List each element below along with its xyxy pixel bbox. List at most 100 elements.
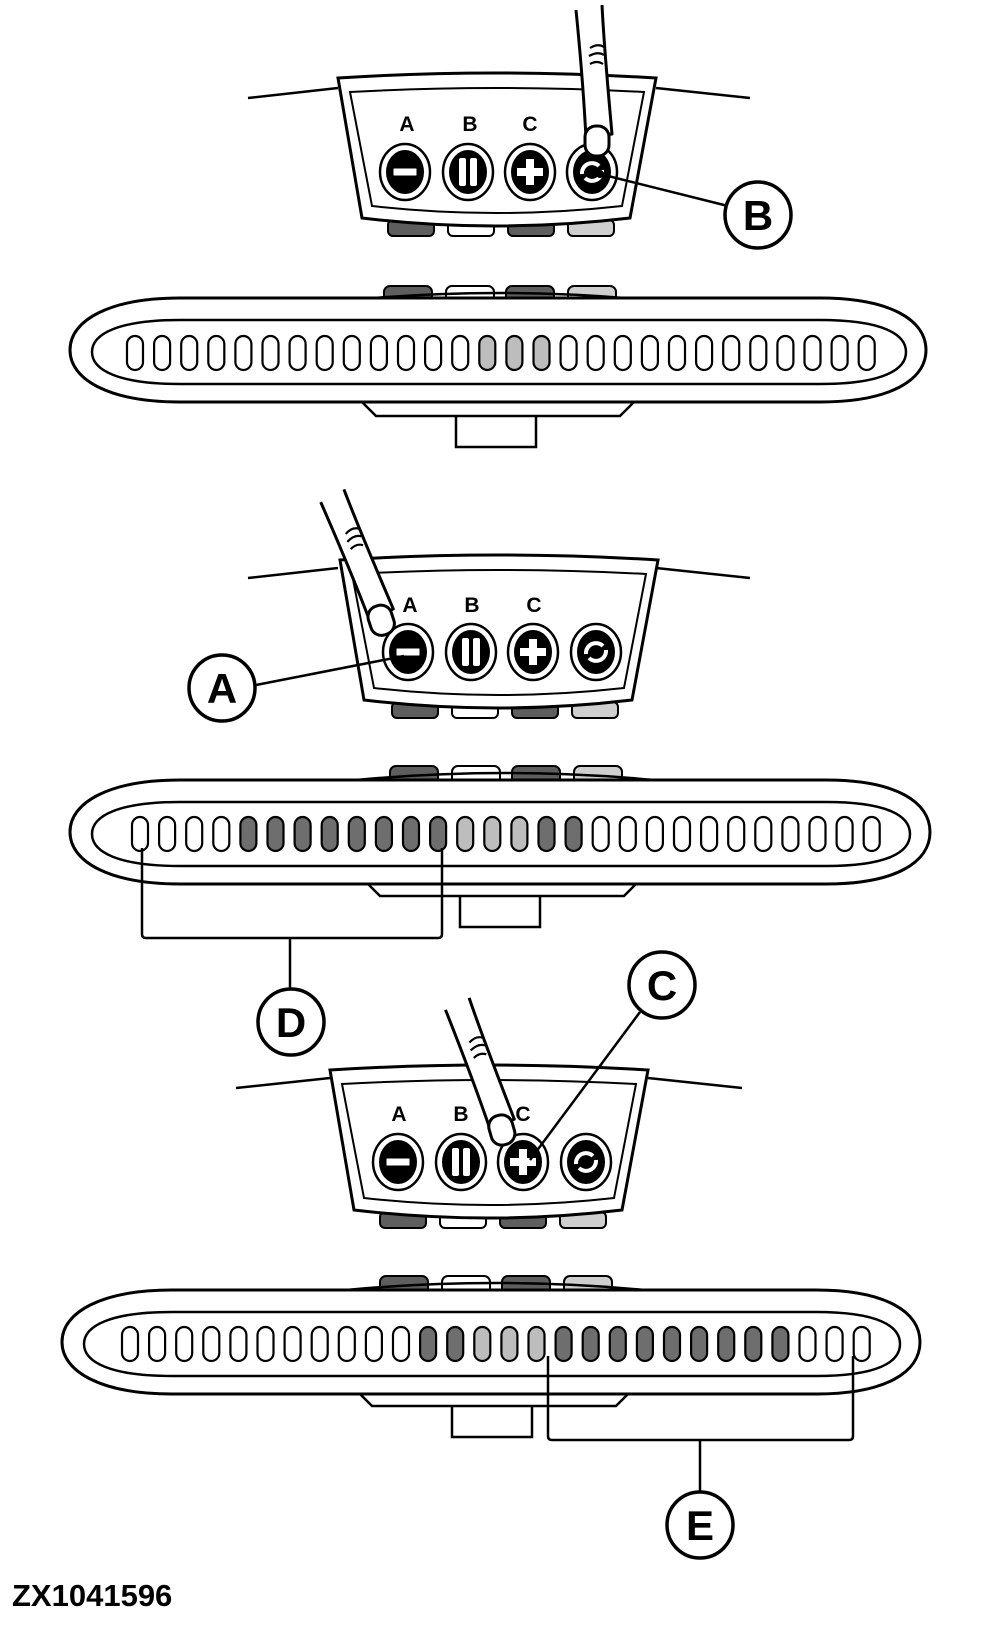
- harness-line-right: [655, 566, 751, 580]
- led-segment: [640, 334, 660, 372]
- pause-button[interactable]: [444, 622, 498, 682]
- plus-button[interactable]: [506, 622, 560, 682]
- led-segment: [153, 334, 172, 372]
- led-segment: [781, 815, 800, 853]
- callout-e: E: [546, 1356, 855, 1560]
- plus-icon: [520, 639, 546, 665]
- led-bar-3: [60, 1275, 922, 1439]
- led-row-2: [130, 815, 881, 853]
- minus-button[interactable]: [371, 1132, 425, 1192]
- pod-shell-inner: [350, 569, 648, 696]
- callout-e-label: E: [686, 1502, 714, 1549]
- pause-icon: [452, 1148, 470, 1176]
- led-segment: [315, 334, 334, 372]
- led-segment: [451, 334, 470, 372]
- led-segment: [505, 334, 524, 372]
- pod-letter-a: A: [399, 113, 414, 136]
- led-segment: [749, 334, 768, 372]
- led-segment: [635, 1325, 655, 1363]
- led-segment: [825, 1325, 844, 1363]
- led-segment: [207, 334, 226, 372]
- led-segment: [120, 1325, 140, 1363]
- led-segment: [776, 334, 795, 372]
- callout-d: D: [140, 848, 444, 1057]
- led-segment: [337, 1325, 356, 1363]
- plus-button[interactable]: [503, 142, 557, 202]
- led-segment: [744, 1325, 763, 1363]
- led-segment: [148, 1325, 167, 1363]
- led-segment: [694, 334, 714, 372]
- led-segment: [662, 1325, 682, 1363]
- pod-shell-inner: [340, 1079, 638, 1206]
- led-segment: [754, 815, 773, 853]
- callout-c-label: C: [647, 962, 677, 1009]
- led-segment: [667, 334, 687, 372]
- led-segment: [229, 1325, 248, 1363]
- led-segment: [564, 815, 583, 853]
- cycle-button[interactable]: [565, 142, 619, 202]
- led-segment: [857, 334, 876, 372]
- pause-button[interactable]: [441, 142, 495, 202]
- led-segment: [771, 1325, 790, 1363]
- harness-line-left: [235, 1076, 331, 1090]
- button-letter-a: A: [399, 113, 414, 136]
- callout-b-label: B: [743, 192, 773, 239]
- led-segment: [202, 1325, 221, 1363]
- minus-button[interactable]: [378, 142, 432, 202]
- bar-housing-inner: [82, 1310, 902, 1378]
- led-segment: [527, 1325, 546, 1363]
- led-segment: [581, 1325, 600, 1363]
- minus-icon: [385, 1157, 411, 1167]
- harness-line-left: [247, 86, 339, 100]
- led-segment: [446, 1325, 465, 1363]
- led-row-1: [125, 334, 876, 372]
- led-segment: [419, 1325, 438, 1363]
- panel-2: A B C: [68, 484, 932, 1057]
- minus-button[interactable]: [381, 622, 435, 682]
- led-bar-2: [68, 765, 932, 929]
- led-segment: [175, 1325, 194, 1363]
- led-segment: [613, 334, 632, 372]
- led-segment: [320, 815, 339, 853]
- bar-mount: [458, 893, 542, 929]
- led-segment: [559, 334, 578, 372]
- pause-icon: [459, 158, 477, 186]
- harness-line-left: [247, 566, 339, 580]
- pause-button[interactable]: [434, 1132, 488, 1192]
- led-segment: [473, 1325, 492, 1363]
- led-segment: [180, 334, 199, 372]
- led-segment: [185, 815, 204, 853]
- led-segment: [369, 334, 388, 372]
- led-segment: [266, 815, 285, 853]
- button-letter-c: C: [515, 1103, 530, 1126]
- bar-housing-inner: [90, 800, 912, 868]
- cycle-button[interactable]: [569, 622, 623, 682]
- led-segment: [130, 815, 150, 853]
- button-letter-b: B: [462, 113, 477, 136]
- minus-icon: [392, 167, 418, 177]
- led-segment: [699, 815, 719, 853]
- cycle-button[interactable]: [559, 1132, 613, 1192]
- button-letter-a: A: [402, 594, 417, 617]
- led-segment: [158, 815, 177, 853]
- led-segment: [256, 1325, 275, 1363]
- callout-d-label: D: [276, 999, 306, 1046]
- led-segment: [803, 334, 822, 372]
- led-segment: [672, 815, 692, 853]
- callout-a-label: A: [207, 665, 237, 712]
- button-letter-a: A: [391, 1103, 406, 1126]
- harness-line-right: [647, 1076, 743, 1090]
- led-segment: [234, 334, 253, 372]
- led-segment: [862, 815, 881, 853]
- led-segment: [261, 334, 280, 372]
- callout-a: A: [187, 653, 405, 723]
- button-letter-c: C: [522, 113, 537, 136]
- button-letter-c: C: [526, 594, 541, 617]
- control-pod-1: A B C: [247, 3, 751, 237]
- callout-c: C: [528, 950, 697, 1161]
- plus-button[interactable]: [496, 1132, 550, 1192]
- pod-shell-inner: [348, 87, 646, 214]
- bar-mount: [454, 413, 538, 449]
- led-segment: [835, 815, 854, 853]
- callout-b: B: [596, 170, 793, 250]
